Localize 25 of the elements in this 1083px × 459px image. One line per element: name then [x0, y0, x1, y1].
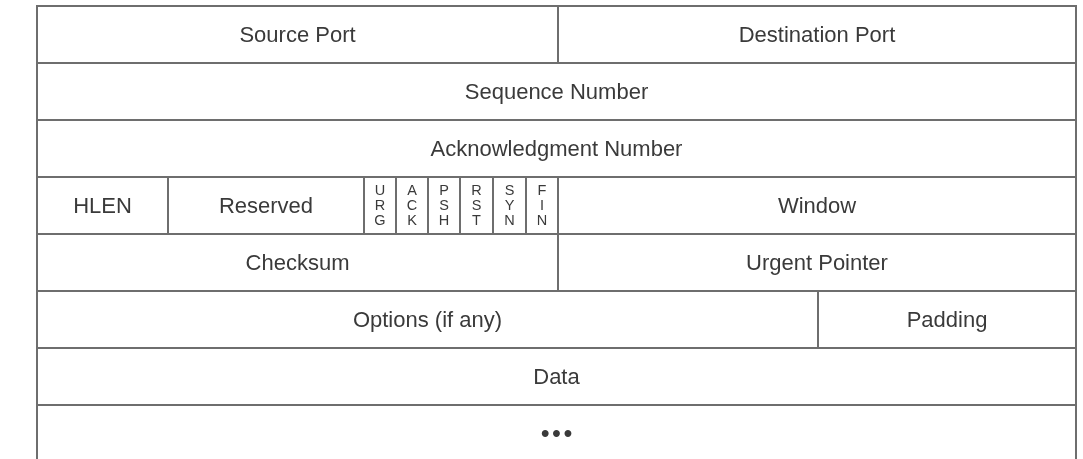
field-name: Destination Port: [738, 21, 896, 48]
header-field: [36, 347, 1077, 406]
field-name: Urgent Pointer: [746, 249, 888, 276]
header-field: [36, 62, 1077, 121]
continuation-field: [36, 404, 1077, 459]
field-name: Source Port: [239, 21, 356, 48]
flag-name: PSH: [438, 182, 450, 229]
field-name: Options (if any): [352, 306, 503, 333]
header-field: [36, 119, 1077, 178]
header-field: [557, 5, 1077, 64]
field-name: Acknowledgment Number: [430, 135, 683, 162]
field-name: HLEN: [73, 192, 132, 219]
flag-name: FIN: [536, 182, 548, 229]
field-name: Padding: [906, 306, 988, 333]
field-name: Reserved: [218, 192, 314, 219]
field-name: Window: [777, 192, 857, 219]
flag-name: SYN: [503, 182, 516, 229]
flag-name: URG: [374, 182, 386, 229]
flag-name: ACK: [406, 182, 418, 229]
field-name: Checksum: [245, 249, 350, 276]
field-name: Sequence Number: [464, 78, 649, 105]
flag-name: RST: [470, 182, 483, 229]
ellipsis-text: •••: [540, 420, 576, 445]
field-name: Data: [533, 363, 580, 390]
header-field: [36, 5, 559, 64]
